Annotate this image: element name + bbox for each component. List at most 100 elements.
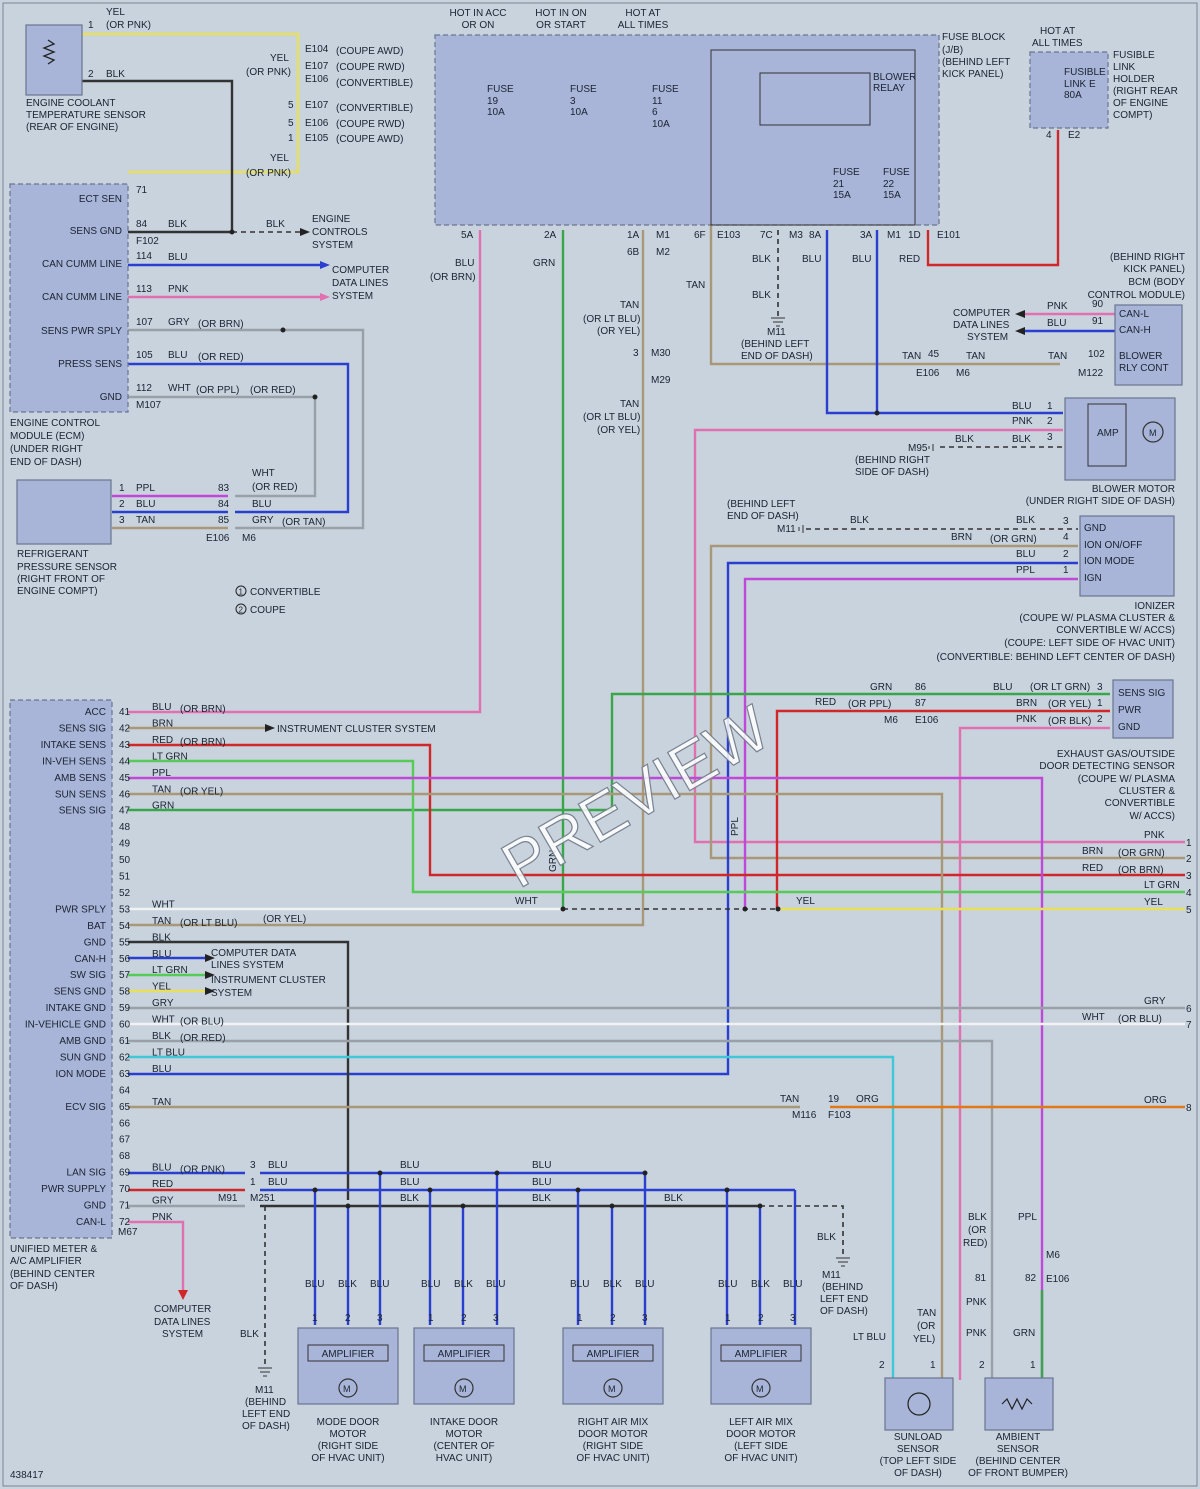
motor-title: INTAKE DOOR [430,1417,498,1428]
pin-number: 91 [1092,316,1104,327]
motor-icon [338,1378,358,1398]
component-title: ENGINE CONTROL [10,418,100,429]
wire-label: BLU [136,499,155,510]
wire-label: RED) [963,1238,987,1249]
pin-number: 45 [928,349,940,360]
pin-number: 81 [975,1273,987,1284]
target-label: COMPUTER [154,1304,211,1315]
pin-number: 2 [1047,416,1053,427]
wire-label: BLU [1016,549,1035,560]
amp-wire-label: WHT [152,1015,175,1026]
connector-label: E103 [717,230,741,241]
ground-label: END OF DASH) [741,351,813,362]
hot-label: ALL TIMES [1032,38,1083,49]
bcm-pin: CAN-H [1119,325,1151,336]
splice-dot [312,394,318,400]
amp-wire-alt: (OR BLU) [180,1017,224,1028]
wire-pnk-blower [693,428,1185,844]
splice-dot [494,1170,500,1176]
amp-wire-alt: (OR BRN) [180,737,226,748]
wire-label: BLK [240,1329,259,1340]
wire-label: (OR TAN) [282,517,326,528]
amp-pin-num: 72 [119,1217,131,1228]
motor-box-1 [297,1327,399,1405]
terminal-num: 1 [1186,838,1192,849]
motor-title: (CENTER OF [433,1441,494,1452]
ionizer-title: (COUPE W/ PLASMA CLUSTER & [1019,613,1175,624]
wires [82,32,1185,1380]
fuse-pin: 8A [809,230,822,241]
wire-label: (OR RED) [198,352,244,363]
wire-label: TAN [686,280,705,291]
bcm-box [1114,304,1183,386]
terminal-wire-alt: (OR BRN) [1118,865,1164,876]
amp-pin-num: 51 [119,872,131,883]
amp-pin-name: IN-VEHICLE GND [25,1020,106,1031]
fuse-pin: 7C [760,230,773,241]
ionizer-title: CONVERTIBLE W/ ACCS) [1056,625,1175,636]
wire-label: BLU [168,252,187,263]
connector-label: E106 [915,715,939,726]
ecm-box [9,183,129,413]
splice-dot [575,1187,581,1193]
arrow-icon [205,971,215,979]
wire-label: BLU [455,258,474,269]
motor-wire: BLU [570,1279,589,1290]
amp-pin-num: 70 [119,1184,131,1195]
pin-number: 90 [1092,299,1104,310]
target-label: DATA LINES [953,320,1010,331]
diagram-id: 438417 [10,1470,44,1481]
terminal-wire-alt: (OR BLU) [1118,1014,1162,1025]
wire-label: GRY [168,317,190,328]
connector-label: M107 [136,400,161,411]
wire-label: PNK [966,1328,987,1339]
terminal-num: 4 [1186,888,1192,899]
wire-label: BLU [993,682,1012,693]
component-title: MODULE (ECM) [10,431,84,442]
connector-label: M6 [884,715,898,726]
connector-label: M29 [651,375,671,386]
amp-pin-name: GND [84,1201,106,1212]
ionizer-box [1079,515,1175,597]
splice-dot [757,1203,763,1209]
motor-amplifier-label: AMPLIFIER [587,1349,640,1360]
connector-label: M1 [656,230,670,241]
wire-label: BRN [1016,698,1037,709]
wire-label: ORG [856,1094,879,1105]
ambient-title: OF FRONT BUMPER) [968,1468,1068,1479]
wire-blk-bus-gnd [760,1205,844,1255]
amp-wire-label: BLU [152,702,171,713]
ground-label: M11 [777,524,796,535]
amp-wire-label: RED [152,1179,173,1190]
wire-label: PPL [730,817,741,836]
wire-red-e101 [926,130,1060,267]
connector-label: E101 [937,230,961,241]
fuse-amp: 10A [487,107,505,118]
wire-label: BLK [752,254,771,265]
fuse-block-title: (BEHIND LEFT [942,57,1010,68]
wire-tan-46 [128,792,944,1380]
terminal-wire: WHT [1082,1012,1105,1023]
ecm-pin-name: SENS GND [70,226,122,237]
target-label: DATA LINES [154,1317,211,1328]
motor-title: HVAC UNIT) [436,1453,492,1464]
amp-wire-label: BLK [152,932,171,943]
sunload-sensor-box [884,1377,954,1431]
bcm-title: BCM (BODY [1128,277,1185,288]
pin-number: 2 [979,1360,985,1371]
amp-pin-num: 43 [119,740,131,751]
motor-wire: BLU [421,1279,440,1290]
amp-title: A/C AMPLIFIER [10,1256,82,1267]
ecm-pin-num: 107 [136,317,153,328]
pin-number: 3 [250,1160,256,1171]
ect-wire-label: YEL [270,53,289,64]
fusible-inner: LINK E [1064,79,1096,90]
hot-label: OR ON [462,20,495,31]
terminal-wire-alt: (OR GRN) [1118,848,1165,859]
connector-label: M251 [250,1193,275,1204]
amp-wire-label: YEL [152,982,171,993]
ecm-pin-num: 71 [136,185,148,196]
amp-pin-num: 62 [119,1052,131,1063]
pin-number: 86 [915,682,927,693]
